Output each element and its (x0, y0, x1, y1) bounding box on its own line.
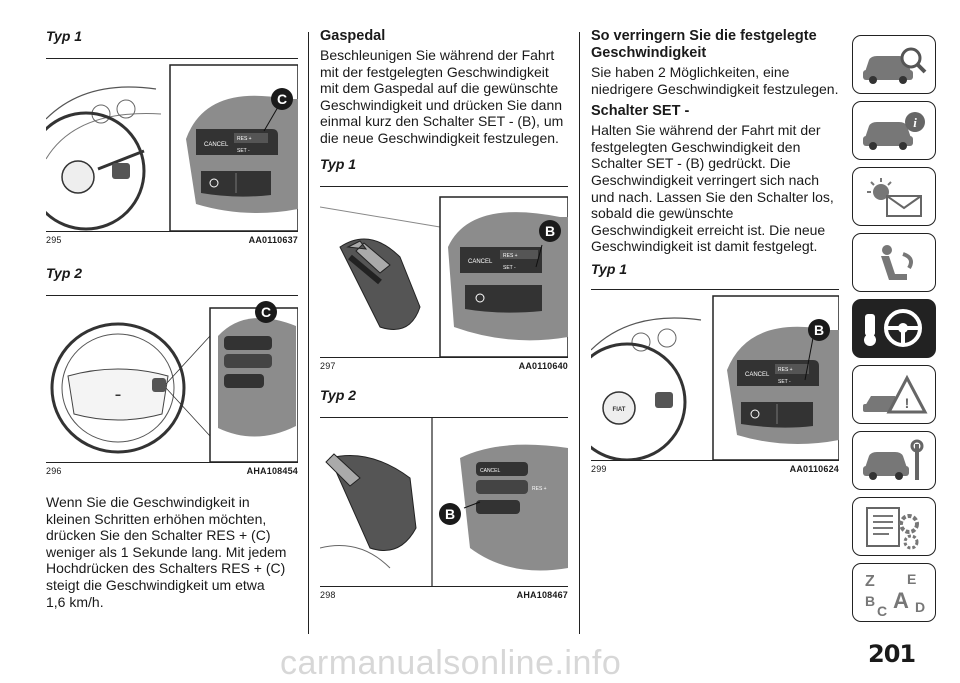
index-letters-icon: Z E B A C D (865, 571, 925, 618)
tab-safety-info[interactable]: i (852, 101, 936, 160)
callout-b: B (545, 223, 555, 239)
cancel-label: CANCEL (480, 468, 501, 474)
cancel-label: CANCEL (204, 142, 229, 148)
tab-maintenance[interactable] (852, 431, 936, 490)
type-label: Typ 2 (320, 386, 357, 403)
figure-number: 297 (320, 360, 336, 371)
figure-code: AHA108467 (516, 589, 568, 600)
figure-number: 298 (320, 589, 336, 600)
svg-text:C: C (877, 603, 887, 618)
figure-code: AA0110637 (248, 235, 298, 245)
set-label: SET - (503, 265, 516, 271)
tab-knowing-vehicle[interactable] (852, 35, 936, 94)
page-number: 201 (868, 640, 916, 668)
figure-caption: 295 AA0110637 (46, 235, 298, 245)
tab-starting-driving[interactable] (852, 299, 936, 358)
figure-number: 296 (46, 466, 62, 476)
callout-c: C (277, 91, 287, 107)
breakdown-triangle-icon: ! (863, 374, 928, 413)
figure-code: AA0110640 (518, 360, 568, 371)
svg-text:E: E (907, 571, 916, 587)
paragraph: Wenn Sie die Geschwindigkeit in kleinen … (46, 494, 287, 610)
figure-296: ▬ C (46, 295, 298, 463)
section-heading: Gaspedal (320, 28, 386, 44)
svg-text:B: B (865, 593, 875, 609)
left-column: Typ 1 CANCEL RES + SET - (46, 28, 298, 610)
callout-b: B (445, 506, 455, 522)
svg-text:A: A (893, 588, 909, 613)
cancel-label: CANCEL (468, 259, 493, 265)
figure-code: AA0110624 (789, 463, 839, 474)
figure-299: FIAT CANCEL RES + SET - B (591, 288, 839, 461)
svg-text:D: D (915, 599, 925, 615)
figure-caption: 297 AA0110640 (320, 361, 568, 371)
seat-airbag-icon (881, 244, 913, 280)
car-search-icon (863, 47, 927, 84)
svg-text:!: ! (905, 395, 910, 411)
type-label: Typ 1 (46, 28, 83, 44)
figure-caption: 296 AHA108454 (46, 466, 298, 476)
type-label: Typ 1 (320, 155, 357, 172)
res-label: RES + (778, 367, 793, 373)
right-column: So verringern Sie die festgelegte Geschw… (591, 28, 839, 474)
figure-number: 295 (46, 235, 62, 245)
figure-297: CANCEL RES + SET - B (320, 185, 568, 358)
chapter-tab-sidebar: i ! (852, 35, 938, 629)
steering-wheel-switch-illustration: FIAT CANCEL RES + SET - B (591, 289, 839, 460)
fiat-logo-text: FIAT (613, 407, 626, 413)
res-label: RES + (237, 136, 252, 142)
paragraph: Halten Sie während der Fahrt mit der fes… (591, 122, 834, 255)
set-label: SET - (237, 148, 250, 154)
warning-lights-message-icon (867, 177, 922, 217)
tab-emergency[interactable]: ! (852, 365, 936, 424)
steering-wheel-switch-illustration: ▬ C (46, 296, 298, 462)
tab-index[interactable]: Z E B A C D (852, 563, 936, 622)
res-label: RES + (532, 486, 547, 492)
type-label: Typ 1 (591, 260, 628, 277)
cancel-label: CANCEL (745, 372, 770, 378)
column-separator (579, 32, 580, 634)
type-label: Typ 2 (46, 265, 83, 281)
figure-code: AHA108454 (246, 466, 298, 476)
paragraph: Beschleunigen Sie während der Fahrt mit … (320, 47, 564, 146)
figure-caption: 298 AHA108467 (320, 590, 568, 600)
steering-wheel-switch-illustration: CANCEL RES + SET - C (46, 59, 298, 231)
subheading: Schalter SET - (591, 103, 690, 120)
spec-sheet-gear-icon (866, 506, 919, 549)
res-label: RES + (503, 253, 518, 259)
paragraph: Sie haben 2 Möglichkeiten, eine niedrige… (591, 64, 839, 97)
car-wrench-icon (863, 439, 924, 480)
svg-text:Z: Z (865, 573, 875, 590)
svg-text:i: i (913, 115, 917, 130)
watermark: carmanualsonline.info (280, 644, 622, 682)
figure-295: CANCEL RES + SET - C (46, 58, 298, 232)
column-separator (308, 32, 309, 634)
section-heading: So verringern Sie die festgelegte Geschw… (591, 28, 817, 61)
tab-warning-lights[interactable] (852, 167, 936, 226)
accelerator-pedal-switch-illustration: CANCEL RES + B (320, 417, 568, 586)
accelerator-pedal-switch-illustration: CANCEL RES + SET - B (320, 186, 568, 357)
callout-c: C (261, 304, 271, 320)
set-label: SET - (778, 379, 791, 385)
figure-caption: 299 AA0110624 (591, 464, 839, 474)
car-info-icon: i (863, 111, 925, 150)
tab-safety[interactable] (852, 233, 936, 292)
key-steering-wheel-icon (864, 308, 922, 347)
tab-technical-data[interactable] (852, 497, 936, 556)
figure-number: 299 (591, 463, 607, 474)
middle-column: Gaspedal Beschleunigen Sie während der F… (320, 28, 568, 600)
callout-b: B (814, 322, 824, 338)
figure-298: CANCEL RES + B (320, 416, 568, 587)
svg-text:▬: ▬ (116, 392, 121, 398)
